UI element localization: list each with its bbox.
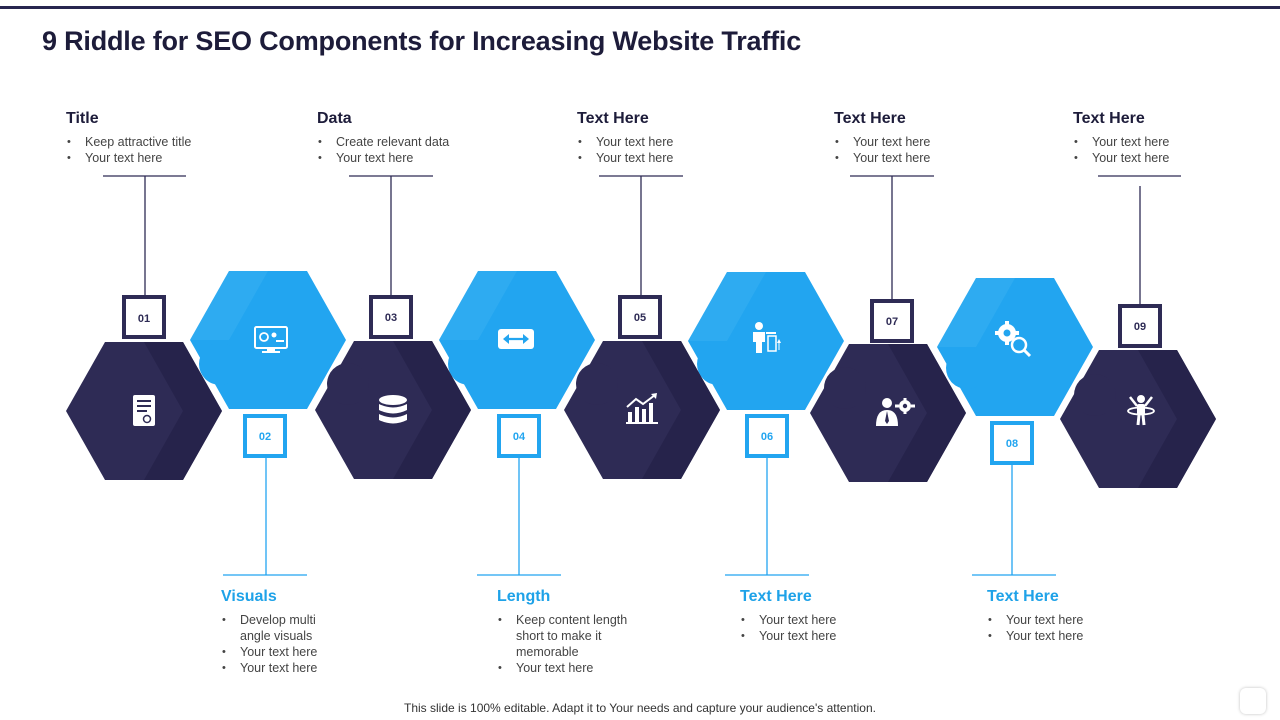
bullet-item: Your text here: [497, 660, 637, 676]
bullet-item: Create relevant data: [317, 134, 487, 150]
bullet-item: Your text here: [834, 150, 1004, 166]
step-03-text: Data Create relevant data Your text here: [317, 110, 487, 166]
number-box-09: [1118, 304, 1162, 348]
number-box-04: [497, 414, 541, 458]
step-09-bullets: Your text here Your text here: [1073, 134, 1243, 166]
step-04-heading: Length: [497, 588, 551, 605]
bullet-item: Your text here: [1073, 150, 1243, 166]
certificate-icon: [133, 395, 155, 426]
step-03-bullets: Create relevant data Your text here: [317, 134, 487, 166]
businessman-gear-icon: [876, 398, 915, 426]
bullet-item: Your text here: [987, 628, 1157, 644]
step-06-heading: Text Here: [740, 588, 812, 605]
number-label-01: 01: [138, 313, 150, 325]
bullet-item: Your text here: [740, 628, 910, 644]
footer-note: This slide is 100% editable. Adapt it to…: [404, 701, 876, 715]
number-box-03: [369, 295, 413, 339]
step-07-heading: Text Here: [834, 110, 906, 127]
bullet-item: Your text here: [987, 612, 1157, 628]
bullet-item: Develop multi angle visuals: [221, 612, 346, 644]
bullet-item: Your text here: [221, 660, 346, 676]
number-label-08: 08: [1006, 438, 1018, 450]
step-06-bullets: Your text here Your text here: [740, 612, 910, 644]
number-label-09: 09: [1134, 321, 1146, 333]
monitor-settings-icon: [254, 326, 288, 353]
bullet-item: Keep attractive title: [66, 134, 236, 150]
person-hoop-icon: [1127, 395, 1155, 426]
number-box-08: [990, 421, 1034, 465]
number-box-07: [870, 299, 914, 343]
step-02-text: Visuals Develop multi angle visuals Your…: [221, 588, 346, 676]
presenter-board-icon: [753, 322, 781, 353]
step-01-bullets: Keep attractive title Your text here: [66, 134, 236, 166]
double-arrow-icon: [498, 329, 534, 349]
step-04-bullets: Keep content length short to make it mem…: [497, 612, 637, 676]
step-02-heading: Visuals: [221, 588, 277, 605]
bullet-item: Your text here: [317, 150, 487, 166]
step-08-text: Text Here Your text here Your text here: [987, 588, 1157, 644]
number-label-02: 02: [259, 431, 271, 443]
number-label-05: 05: [634, 312, 646, 324]
step-05-text: Text Here Your text here Your text here: [577, 110, 747, 166]
number-label-04: 04: [513, 431, 526, 443]
bullet-item: Your text here: [577, 150, 747, 166]
number-box-05: [618, 295, 662, 339]
database-icon: [379, 395, 407, 424]
step-07-bullets: Your text here Your text here: [834, 134, 1004, 166]
number-label-07: 07: [886, 316, 898, 328]
step-09-text: Text Here Your text here Your text here: [1073, 110, 1243, 166]
number-box-06: [745, 414, 789, 458]
step-01-text: Title Keep attractive title Your text he…: [66, 110, 236, 166]
step-04-text: Length Keep content length short to make…: [497, 588, 637, 676]
page-title: 9 Riddle for SEO Components for Increasi…: [42, 26, 802, 56]
bullet-item: Your text here: [740, 612, 910, 628]
hex-06: [688, 272, 844, 410]
step-01-heading: Title: [66, 110, 99, 127]
hex-02: [190, 271, 346, 409]
number-box-02: [243, 414, 287, 458]
step-08-bullets: Your text here Your text here: [987, 612, 1157, 644]
step-03-heading: Data: [317, 110, 352, 127]
step-05-heading: Text Here: [577, 110, 649, 127]
bullet-item: Your text here: [577, 134, 747, 150]
number-box-01: [122, 295, 166, 339]
bullet-item: Your text here: [66, 150, 236, 166]
step-05-bullets: Your text here Your text here: [577, 134, 747, 166]
gear-magnifier-icon: [995, 321, 1032, 358]
step-02-bullets: Develop multi angle visuals Your text he…: [221, 612, 346, 676]
number-label-03: 03: [385, 312, 397, 324]
step-06-text: Text Here Your text here Your text here: [740, 588, 910, 644]
number-label-06: 06: [761, 431, 773, 443]
corner-button[interactable]: [1240, 688, 1266, 714]
bullet-item: Your text here: [221, 644, 346, 660]
bullet-item: Your text here: [1073, 134, 1243, 150]
growth-chart-icon: [626, 393, 658, 424]
bullet-item: Keep content length short to make it mem…: [497, 612, 637, 660]
top-rule: [0, 6, 1280, 9]
step-08-heading: Text Here: [987, 588, 1059, 605]
bullet-item: Your text here: [834, 134, 1004, 150]
step-07-text: Text Here Your text here Your text here: [834, 110, 1004, 166]
step-09-heading: Text Here: [1073, 110, 1145, 127]
